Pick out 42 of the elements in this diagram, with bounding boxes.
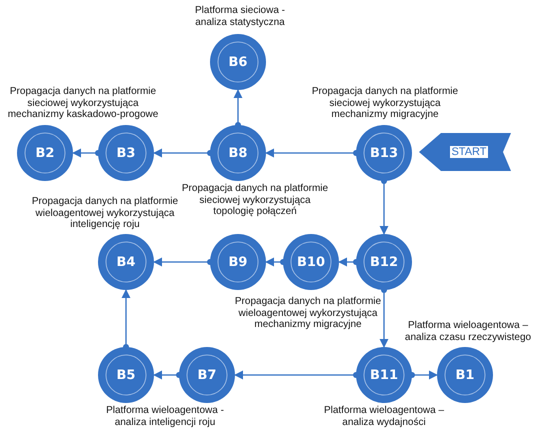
node-label: B7 (198, 368, 216, 382)
process-circle (210, 125, 266, 181)
process-circle (356, 234, 412, 290)
node-label: B3 (116, 146, 136, 160)
node-label: B12 (370, 254, 398, 270)
process-circle (356, 347, 412, 403)
node-label: B1 (456, 368, 474, 382)
node-label: B4 (116, 254, 136, 270)
description-text: Platforma sieciowa - analiza statystyczna (194, 5, 286, 28)
description-text: Platforma wieloagentowa – analiza wydajności (322, 405, 446, 428)
process-circle (179, 347, 235, 403)
node-label: B9 (228, 254, 248, 270)
description-text: Platforma wieloagentowa – analiza czasu rzeczywistego (404, 320, 532, 343)
description-text: Propagacja danych na platformie wieloagentowej wykorzystująca inteligencję roju (30, 196, 180, 230)
description-text: Platforma wieloagentowa - analiza inteligencji roju (105, 405, 225, 428)
node-label: B10 (297, 254, 325, 270)
description-text: Propagacja danych na platformie sieciowej wykorzystująca topologię połączeń (180, 183, 330, 218)
description-text: Propagacja danych na platformie wieloagentowej wykorzystująca mechanizmy migracyjne (234, 296, 382, 330)
process-circle (210, 234, 266, 290)
arrow (234, 89, 242, 128)
node-label: B2 (36, 146, 54, 160)
description-text: Propagacja danych na platformie sieciowej wykorzystująca mechanizmy kaskadowo-progowe (6, 86, 160, 120)
node-label: B5 (116, 368, 136, 382)
process-circle (437, 347, 493, 403)
process-circle (98, 234, 154, 290)
node-label: B6 (228, 54, 248, 70)
process-circle (98, 347, 154, 403)
process-circle (356, 125, 412, 181)
process-circle (17, 125, 73, 181)
arrow (409, 370, 438, 380)
arrow (122, 289, 130, 350)
process-circle (210, 34, 266, 90)
node-label: B8 (228, 146, 248, 160)
arrow (380, 178, 388, 235)
arrow (380, 287, 388, 348)
node-label: B11 (370, 368, 398, 382)
start-arrow (419, 133, 511, 171)
process-circle (98, 125, 154, 181)
description-text: Propagacja danych na platformie sieciowej wykorzystująca mechanizmy migracyjne (310, 86, 460, 120)
process-circle (283, 234, 339, 290)
node-label: B13 (370, 146, 398, 160)
node-label: START (450, 146, 488, 158)
